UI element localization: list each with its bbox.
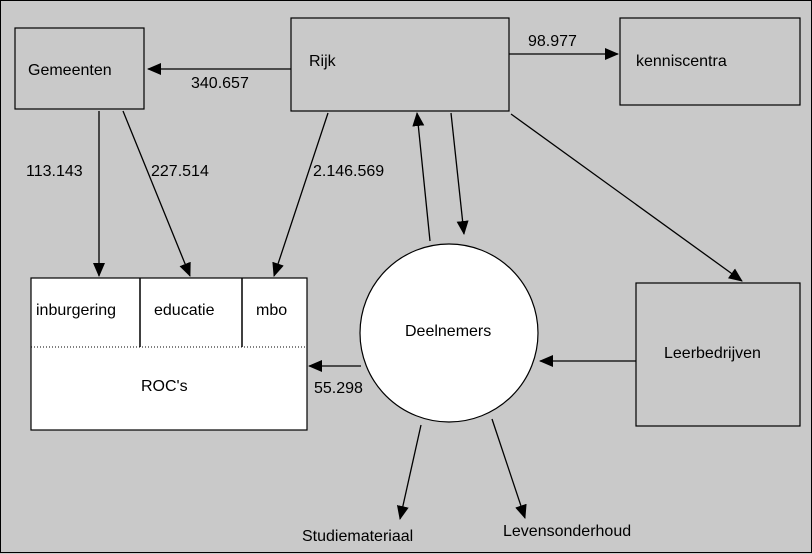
arrow-deelnemers-to-studiemateriaal xyxy=(396,424,422,520)
flow-label-rijk-mbo: 2.146.569 xyxy=(313,163,385,180)
gemeenten-box xyxy=(14,27,145,110)
levensonderhoud-label: Levensonderhoud xyxy=(503,523,632,540)
kenniscentra-box xyxy=(619,17,801,106)
rocs-label: ROC's xyxy=(141,378,188,395)
flow-label-gemeenten-educatie: 227.514 xyxy=(151,163,209,180)
deelnemers-label: Deelnemers xyxy=(405,323,492,340)
flow-label-gemeenten-inburgering: 113.143 xyxy=(26,163,83,180)
kenniscentra-label: kenniscentra xyxy=(636,53,727,70)
deelnemers-circle xyxy=(359,243,539,423)
arrow-deelnemers-to-rijk xyxy=(412,112,431,242)
arrow-rijk-to-mbo xyxy=(272,112,329,277)
rocs-box xyxy=(30,277,308,431)
arrow-rijk-to-deelnemers xyxy=(450,112,469,235)
educatie-label: educatie xyxy=(154,302,215,319)
studiemateriaal-label: Studiemateriaal xyxy=(302,528,414,545)
arrow-deelnemers-to-levensonderhoud xyxy=(491,418,527,519)
mbo-label: mbo xyxy=(256,302,288,319)
inburgering-label: inburgering xyxy=(36,302,117,319)
arrow-rijk-to-leerbedrijven xyxy=(510,113,743,282)
flow-label-rijk-gemeenten: 340.657 xyxy=(191,75,249,92)
flow-label-deelnemers-rocs: 55.298 xyxy=(314,380,363,397)
rijk-box xyxy=(290,17,510,112)
leerbedrijven-box xyxy=(635,282,801,427)
arrow-gemeenten-to-educatie xyxy=(122,110,191,277)
rijk-label: Rijk xyxy=(309,53,336,70)
gemeenten-label: Gemeenten xyxy=(28,62,112,79)
leerbedrijven-label: Leerbedrijven xyxy=(664,345,761,362)
flow-label-rijk-kenniscentra: 98.977 xyxy=(528,33,577,50)
